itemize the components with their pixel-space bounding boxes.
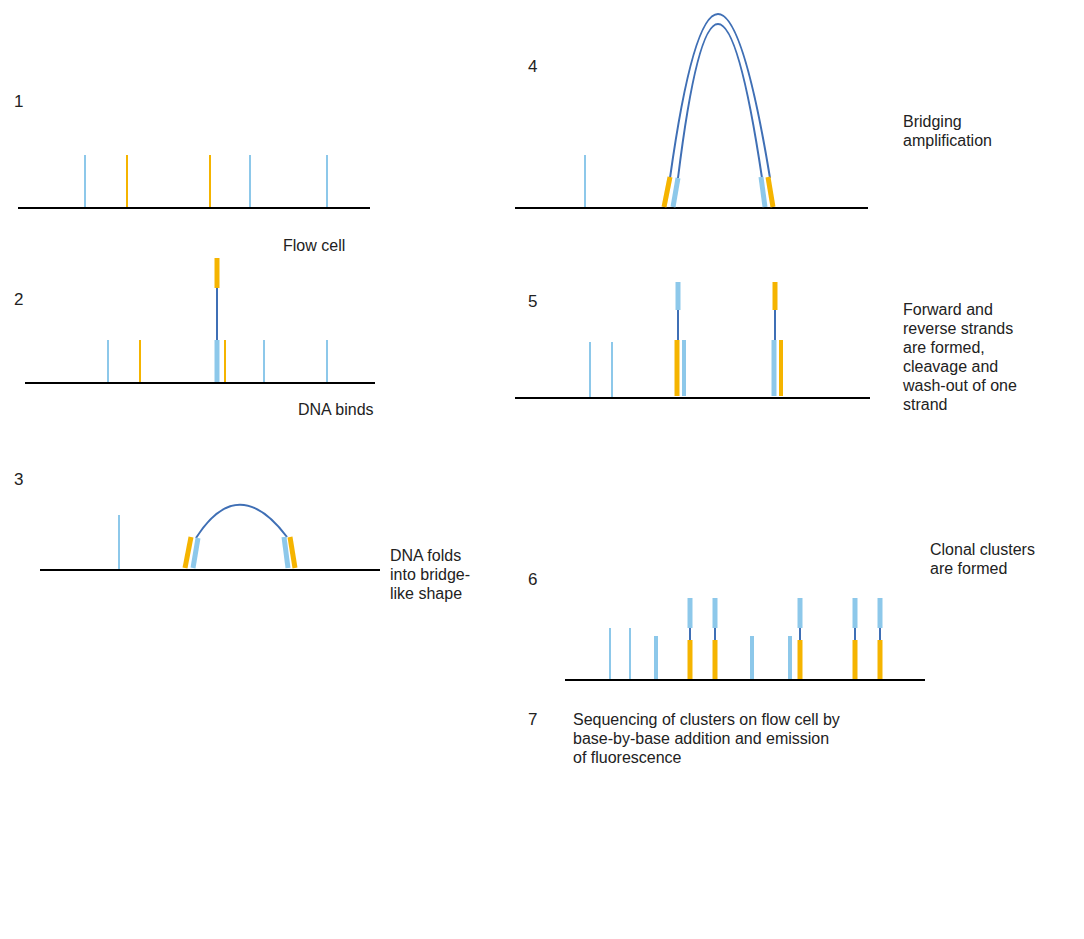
step-caption: Clonal clusters are formed	[930, 540, 1048, 578]
step-caption: Flow cell	[283, 236, 345, 255]
dna-strand	[798, 598, 803, 628]
step-caption: Sequencing of clusters on flow cell by b…	[573, 710, 843, 767]
step-caption: DNA folds into bridge-like shape	[390, 546, 485, 603]
dna-strand	[853, 640, 858, 679]
dna-strand	[878, 640, 883, 679]
dna-strand	[688, 598, 693, 628]
step-number: 7	[528, 710, 537, 729]
dna-strand	[689, 628, 691, 640]
step-caption: Forward and reverse strands are formed, …	[903, 300, 1028, 414]
step-number: 4	[528, 57, 537, 76]
step-number: 6	[528, 570, 537, 589]
dna-strand	[878, 598, 883, 628]
dna-strand	[713, 640, 718, 679]
step-number: 2	[14, 290, 23, 309]
dna-strand	[798, 640, 803, 679]
dna-strand	[714, 628, 716, 640]
dna-strand	[879, 628, 881, 640]
dna-strand	[854, 628, 856, 640]
step-number: 1	[14, 92, 23, 111]
dna-strand	[853, 598, 858, 628]
step-number: 3	[14, 470, 23, 489]
step-caption: Bridging amplification	[903, 112, 1003, 150]
step-caption: DNA binds	[298, 400, 374, 419]
step-number: 5	[528, 292, 537, 311]
dna-strand	[713, 598, 718, 628]
dna-strand	[688, 640, 693, 679]
dna-strand	[799, 628, 801, 640]
